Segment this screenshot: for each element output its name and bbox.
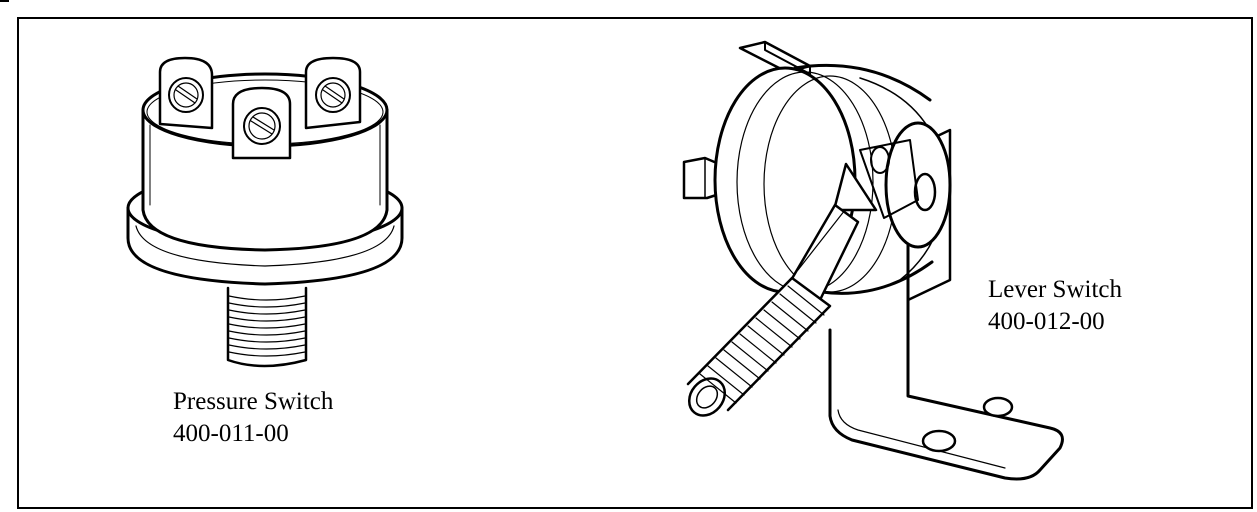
lever-switch-illustration <box>682 40 1064 481</box>
pressure-switch-part-number: 400-011-00 <box>173 420 289 447</box>
lever-switch-name: Lever Switch <box>988 276 1122 303</box>
lever-switch-caption: Lever Switch 400-012-00 <box>988 274 1122 338</box>
pressure-switch-caption: Pressure Switch 400-011-00 <box>173 386 333 450</box>
lever-switch-thread <box>686 276 832 417</box>
pressure-switch-name: Pressure Switch <box>173 388 334 415</box>
pressure-switch-illustration <box>126 56 404 368</box>
pressure-switch-terminal-right <box>304 56 362 130</box>
top-left-rule <box>0 0 9 2</box>
pressure-switch-terminal-left <box>158 56 214 130</box>
lever-switch-part-number: 400-012-00 <box>988 308 1105 335</box>
pressure-switch-thread <box>226 286 308 368</box>
pressure-switch-terminal-center <box>231 86 292 160</box>
